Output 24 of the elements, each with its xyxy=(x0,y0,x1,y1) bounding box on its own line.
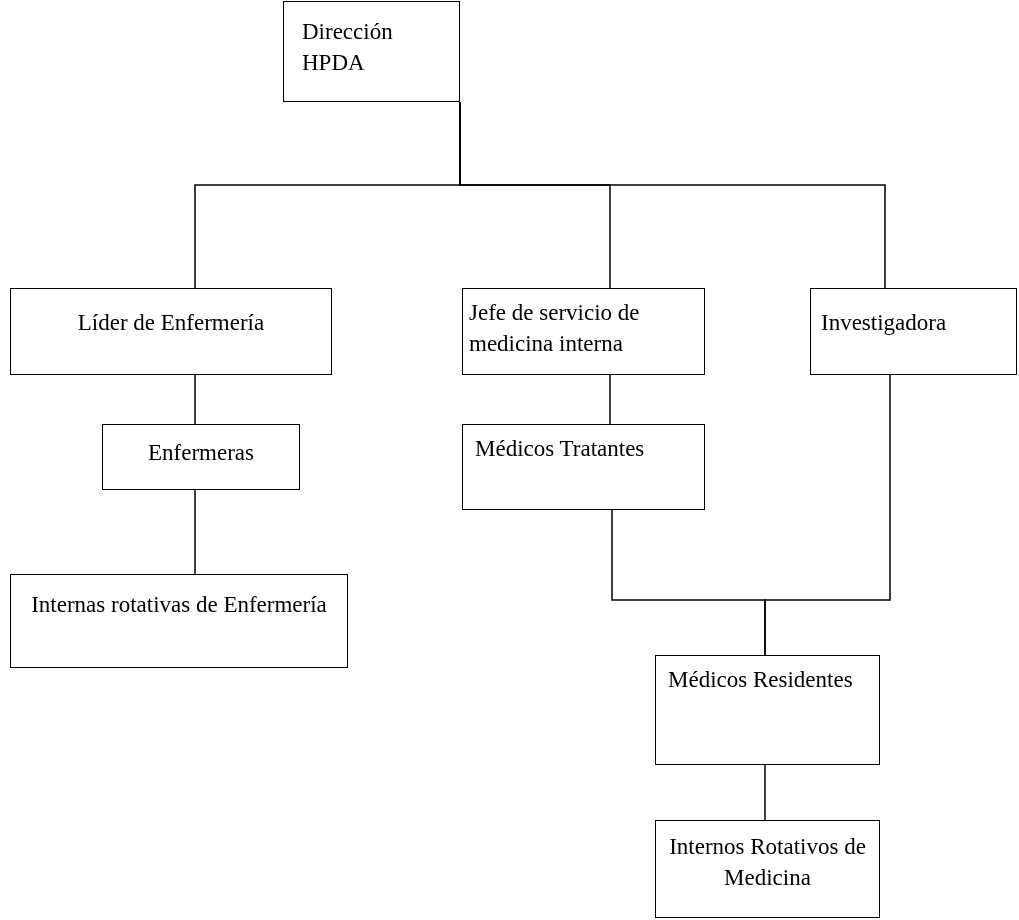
box-label: Internas rotativas de Enfermería xyxy=(30,591,328,619)
org-box xyxy=(102,424,300,490)
org-box xyxy=(10,288,332,375)
connector-line xyxy=(459,101,886,289)
connector-line xyxy=(194,489,196,575)
box-label: Enfermeras xyxy=(147,439,255,467)
box-label: Médicos Tratantes xyxy=(475,435,646,463)
box-label: Dirección HPDA xyxy=(302,18,394,77)
org-box xyxy=(655,820,880,918)
org-box xyxy=(655,655,880,765)
org-box xyxy=(462,424,705,510)
connector-line xyxy=(764,374,891,656)
org-box xyxy=(10,574,348,668)
org-box xyxy=(283,1,460,102)
box-label: Internos Rotativos de Medicina xyxy=(668,833,867,892)
box-label: Investigadora xyxy=(821,309,948,337)
connector-line xyxy=(764,764,766,821)
box-label: Jefe de servicio de medicina interna xyxy=(469,299,641,358)
connector-line xyxy=(194,374,196,425)
box-label: Médicos Residentes xyxy=(668,666,854,694)
org-box xyxy=(462,288,705,375)
connector-line xyxy=(609,374,611,425)
org-box xyxy=(810,288,1017,375)
box-label: Líder de Enfermería xyxy=(76,309,266,337)
